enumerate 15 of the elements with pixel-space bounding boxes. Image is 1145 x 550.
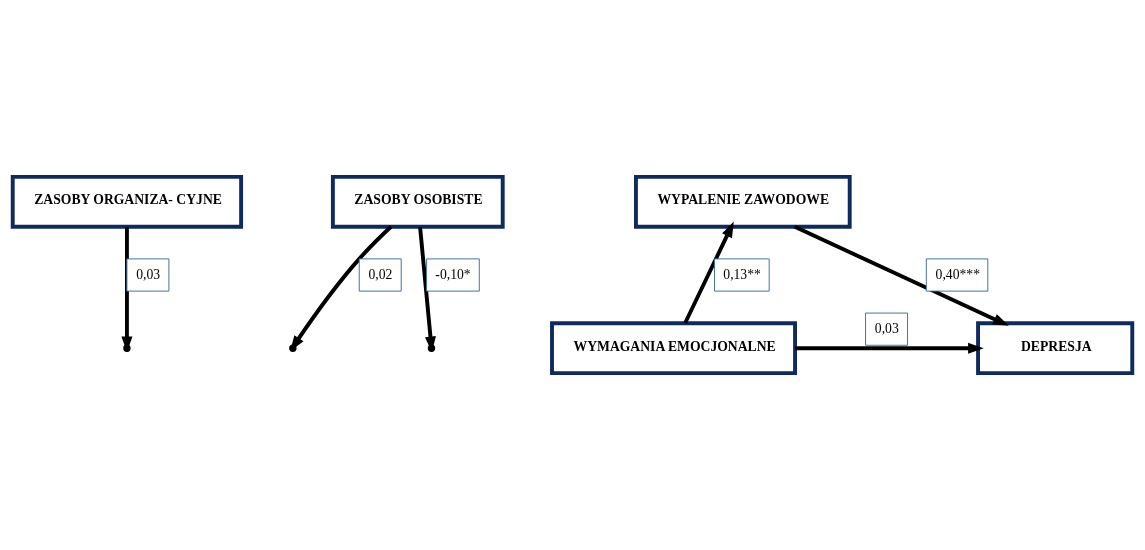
edge-label: 0,40*** <box>935 267 980 283</box>
node-box: WYPALENIE ZAWODOWE <box>634 174 852 229</box>
node-box: ZASOBY OSOBISTE <box>330 174 505 229</box>
node-box: DEPRESJA <box>976 321 1135 376</box>
edge-label: -0,10* <box>435 267 471 283</box>
edge-label: 0,02 <box>368 267 393 283</box>
edge-label: 0,03 <box>874 321 899 337</box>
edge-label: 0,03 <box>136 267 161 283</box>
node-box: WYMAGANIA EMOCJONALNE <box>550 321 797 376</box>
arrow <box>683 221 734 324</box>
arrow <box>121 226 133 353</box>
arrow <box>795 342 984 354</box>
edge-label: 0,13** <box>723 267 761 283</box>
node-box: ZASOBY ORGANIZA- CYJNE <box>10 174 244 229</box>
arrow <box>793 225 1009 326</box>
